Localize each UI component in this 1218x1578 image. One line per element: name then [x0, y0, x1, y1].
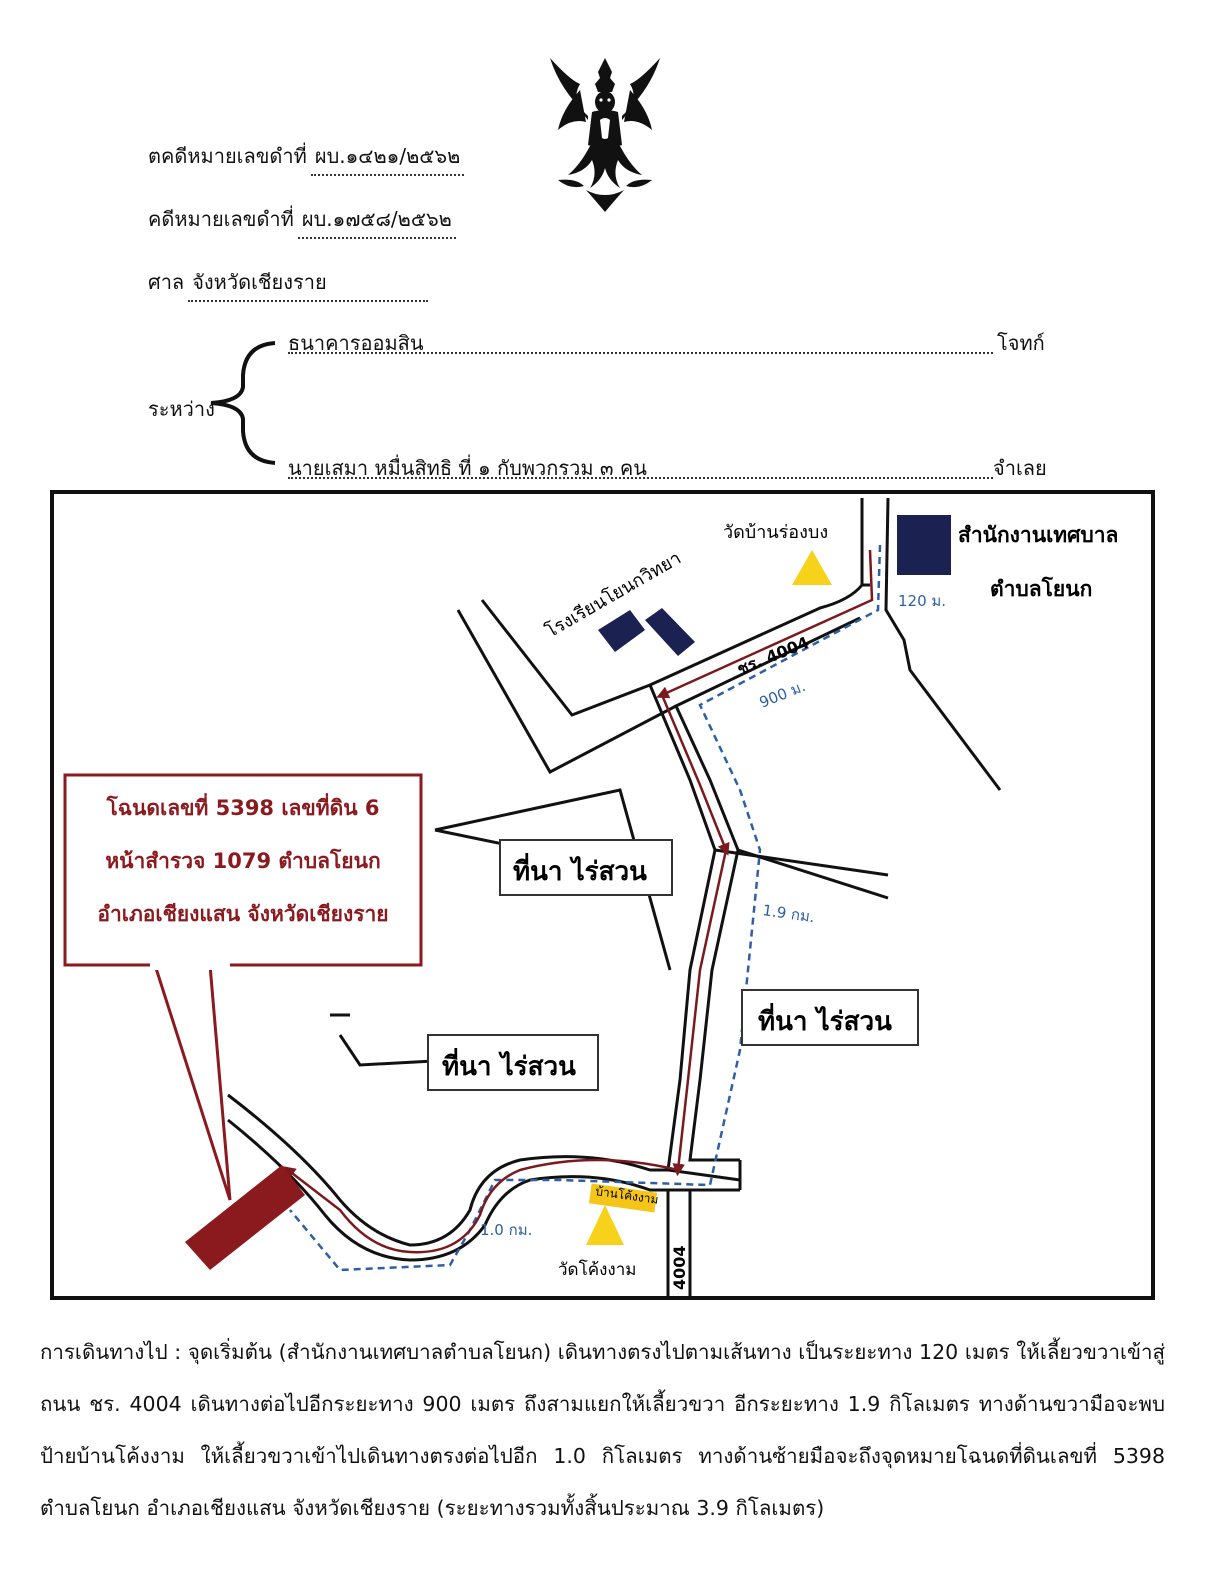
- deed-line-1: โฉนดเลขที่ 5398 เลขที่ดิน 6: [105, 792, 379, 820]
- case-number-label: คดีหมายเลขดำที่: [148, 207, 294, 231]
- municipal-office-label-1: สำนักงานเทศบาล: [958, 523, 1118, 547]
- field-label-1: ที่นา ไร่สวน: [513, 852, 647, 887]
- court-value: จังหวัดเชียงราย: [188, 266, 429, 302]
- case-number-value: ผบ.๑๗๕๘/๒๕๖๒: [297, 203, 456, 239]
- destination-plot: [185, 1165, 305, 1270]
- municipal-office-label-2: ตำบลโยนก: [990, 576, 1092, 601]
- black-case-number-row: ตคดีหมายเลขดำที่ผบ.๑๔๒๑/๒๕๖๒: [148, 140, 465, 176]
- distance-120-label: 120 ม.: [898, 592, 946, 610]
- deed-callout-box: [63, 773, 423, 967]
- black-case-number-value: ผบ.๑๔๒๑/๒๕๖๒: [310, 140, 465, 176]
- field-label-2: ที่นา ไร่สวน: [758, 1002, 892, 1037]
- deed-line-2: หน้าสำรวจ 1079 ตำบลโยนก: [105, 848, 380, 873]
- brace-icon: [210, 341, 276, 465]
- field-label-box-2: [741, 989, 919, 1046]
- field-label-box-3: [427, 1034, 599, 1091]
- court-row: ศาลจังหวัดเชียงราย: [148, 266, 429, 302]
- temple-rongbong-label: วัดบ้านร่องบง: [723, 522, 828, 543]
- between-label: ระหว่าง: [148, 397, 215, 421]
- school-building-2: [645, 608, 695, 656]
- municipal-office-building: [897, 515, 951, 575]
- temple-rongbong-icon: [792, 550, 832, 585]
- garuda-emblem-icon: [550, 58, 660, 212]
- plaintiff-role: โจทก์: [997, 331, 1045, 355]
- distance-dashed-line: [289, 544, 882, 1272]
- court-label: ศาล: [148, 270, 185, 294]
- black-case-number-label: ตคดีหมายเลขดำที่: [148, 144, 307, 168]
- temple-khongngam-label: วัดโค้งงาม: [558, 1259, 636, 1280]
- village-sign: [588, 1183, 658, 1213]
- directions-paragraph: การเดินทางไป : จุดเริ่มต้น (สำนักงานเทศบ…: [40, 1340, 1165, 1520]
- temple-khongngam-icon: [586, 1205, 624, 1245]
- plaintiff-dotted-line: [288, 352, 993, 354]
- school-building-1: [598, 610, 645, 652]
- deed-line-3: อำเภอเชียงแสน จังหวัดเชียงราย: [97, 902, 388, 926]
- defendant-name: นายเสมา หมื่นสิทธิ ที่ ๑ กับพวกรวม ๓ คน: [288, 456, 647, 480]
- field-label-3: ที่นา ไร่สวน: [442, 1047, 576, 1082]
- road-number-label: 4004: [670, 1245, 689, 1290]
- field-label-box-1: [499, 839, 673, 896]
- distance-1-0-label: 1.0 กม.: [480, 1221, 532, 1239]
- plaintiff-name: ธนาคารออมสิน: [288, 331, 424, 355]
- case-number-row: คดีหมายเลขดำที่ผบ.๑๗๕๘/๒๕๖๒: [148, 203, 456, 239]
- location-map: สำนักงานเทศบาล ตำบลโยนก วัดบ้านร่องบง โร…: [50, 490, 1155, 1300]
- defendant-role: จำเลย: [993, 456, 1047, 480]
- defendant-dotted-line: [288, 477, 993, 479]
